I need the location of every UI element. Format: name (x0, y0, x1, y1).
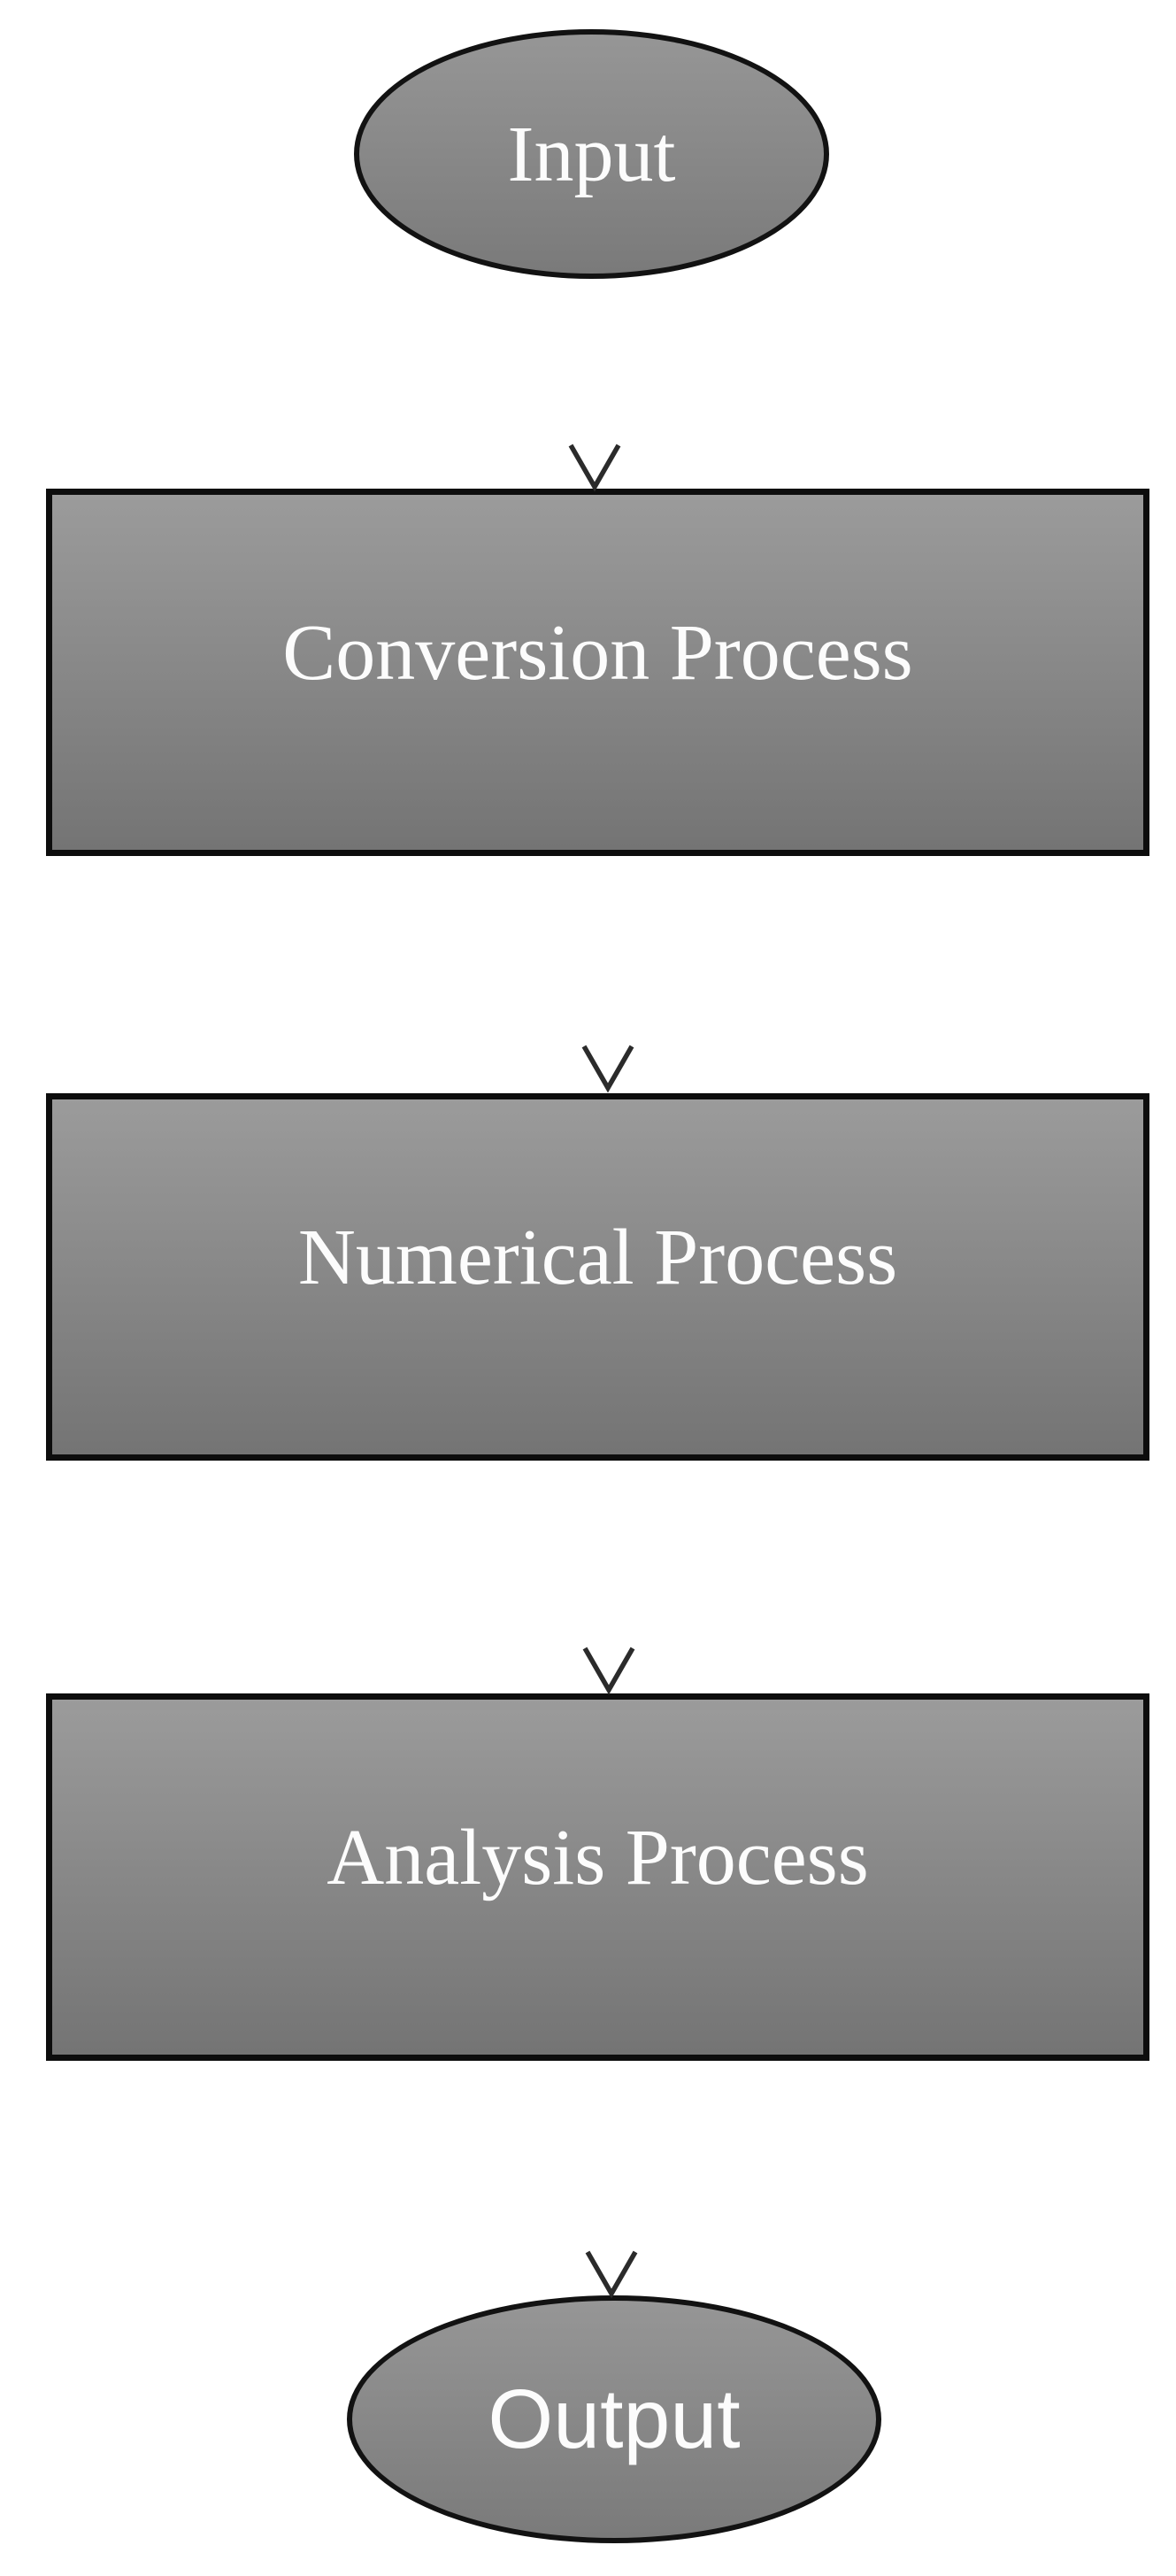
arrow-down-icon (581, 856, 634, 1093)
node-input-label: Input (507, 110, 676, 198)
flowchart-node-output: Output (347, 2295, 881, 2543)
node-output-label: Output (488, 2372, 741, 2466)
node-numerical-label: Numerical Process (297, 1214, 898, 1301)
flowchart-node-analysis-process: Analysis Process (46, 1693, 1149, 2061)
flowchart-node-conversion-process: Conversion Process (46, 489, 1149, 856)
flowchart-node-input: Input (354, 29, 829, 279)
arrow-down-icon (582, 1461, 635, 1695)
arrow-down-icon (585, 2067, 638, 2299)
node-analysis-label: Analysis Process (327, 1814, 869, 1901)
arrow-down-icon (568, 278, 621, 492)
flowchart-node-numerical-process: Numerical Process (46, 1093, 1149, 1461)
node-conversion-label: Conversion Process (282, 609, 913, 697)
